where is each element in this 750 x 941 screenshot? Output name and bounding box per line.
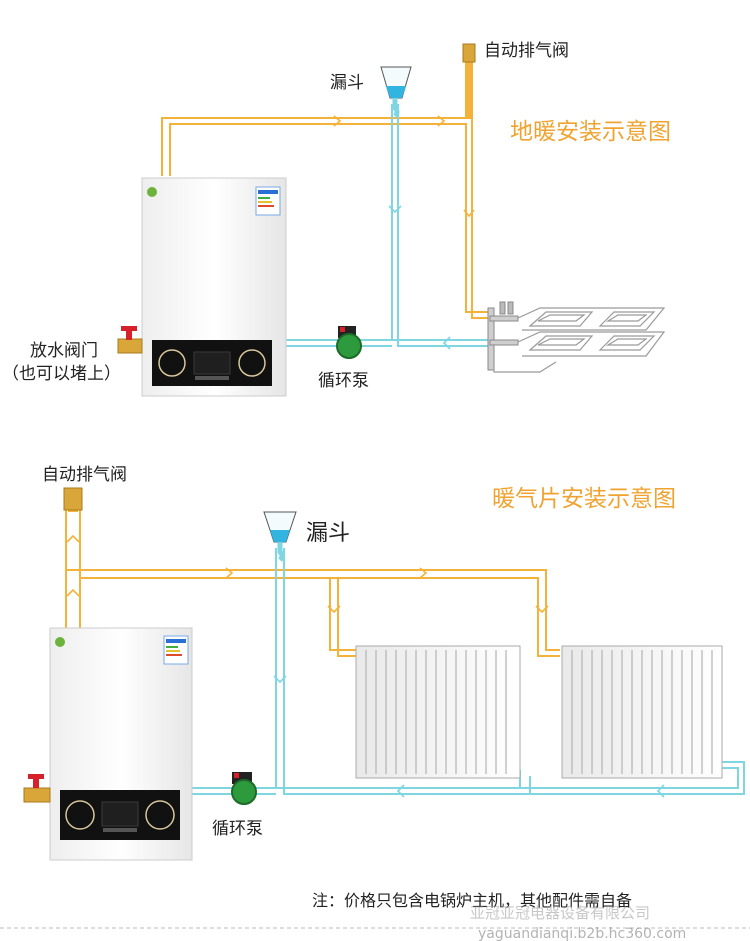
floor-heating-title: 地暖安装示意图 [510, 119, 671, 145]
return-pipe [182, 548, 745, 795]
floor-heating-diagram: 漏斗 自动排气阀 地暖安装示意图 放水阀门 [2, 41, 671, 397]
supply-pipe [161, 60, 490, 319]
return-pipe [286, 104, 492, 347]
radiator-left [355, 645, 521, 779]
pump-label: 循环泵 [212, 819, 263, 839]
funnel [380, 66, 412, 118]
footer-note: 注：价格只包含电锅炉主机，其他配件需自备 [312, 891, 632, 910]
drain-valve [23, 774, 51, 803]
auto-vent-label: 自动排气阀 [42, 465, 127, 485]
watermark-company: 亚冠亚冠电器设备有限公司 [470, 904, 650, 922]
funnel-label: 漏斗 [306, 521, 350, 546]
drain-valve-label: 放水阀门 [30, 341, 98, 361]
auto-vent-label: 自动排气阀 [484, 41, 569, 61]
auto-vent-valve [63, 487, 83, 511]
supply-flow-arrows [66, 534, 549, 614]
funnel-label: 漏斗 [330, 73, 364, 93]
return-flow-arrows [388, 205, 451, 350]
floor-heating-coils [493, 307, 666, 373]
watermark-url: yaguandianqi.b2b.hc360.com [478, 926, 686, 941]
brand-logo [147, 187, 157, 197]
circulation-pump [231, 772, 257, 805]
boiler-unit [141, 177, 287, 397]
circulation-pump [336, 326, 362, 359]
radiator-right [561, 645, 723, 779]
manifold [487, 301, 519, 371]
funnel [263, 511, 297, 562]
auto-vent-valve [462, 43, 476, 63]
supply-flow-arrows [333, 115, 475, 218]
drain-valve-sublabel: （也可以堵上） [2, 364, 121, 384]
radiator-heating-title: 暖气片安装示意图 [492, 486, 676, 512]
pump-label: 循环泵 [318, 371, 369, 391]
drain-valve [117, 326, 143, 354]
footer: 注：价格只包含电锅炉主机，其他配件需自备 亚冠亚冠电器设备有限公司 yaguan… [0, 891, 750, 941]
return-flow-arrows [273, 675, 665, 798]
boiler-unit [49, 627, 193, 861]
radiator-heating-diagram: 漏斗 自动排气阀 暖气片安装示意图 [23, 465, 745, 861]
brand-logo [55, 637, 65, 647]
